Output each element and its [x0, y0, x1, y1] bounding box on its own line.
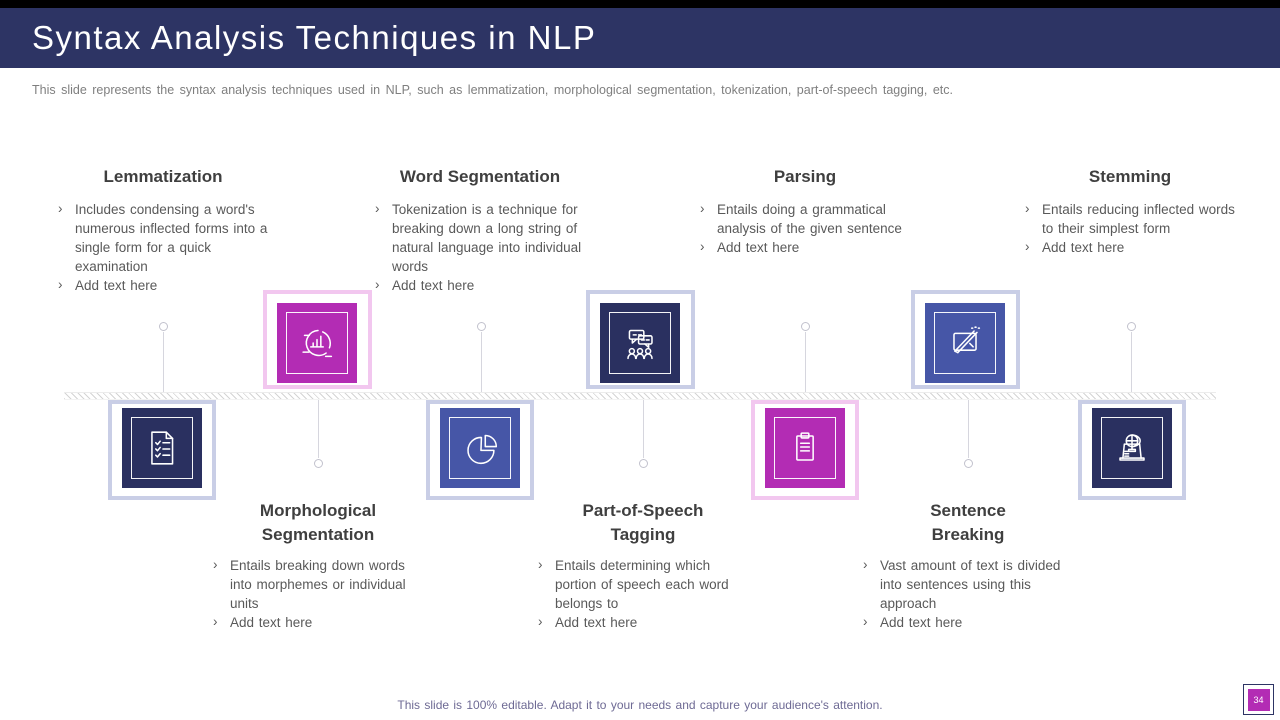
bullet: Add text here [55, 275, 271, 295]
bullet: Entails doing a grammatical analysis of … [697, 199, 913, 238]
bullet: Add text here [1022, 237, 1238, 257]
bullet: Includes condensing a word's numerous in… [55, 199, 271, 276]
icon-offset-frame [426, 400, 534, 500]
timeline-item-parsing: Parsing Entails doing a grammatical anal… [697, 165, 913, 257]
checklist-document-icon [122, 408, 202, 488]
item-bullet-list: Includes condensing a word's numerous in… [55, 199, 271, 295]
connector-dot [639, 459, 648, 468]
icon-offset-frame [1078, 400, 1186, 500]
clipboard-icon [765, 408, 845, 488]
connector-line [805, 332, 806, 392]
item-bullet-list: Entails reducing inflected words to thei… [1022, 199, 1238, 257]
connector-lemmatization [158, 322, 169, 392]
item-bullet-list: Entails breaking down words into morphem… [210, 555, 426, 632]
connector-line [163, 332, 164, 392]
item-title: Sentence Breaking [930, 501, 1006, 544]
page-number-badge: 34 [1243, 684, 1274, 715]
icon-offset-frame [751, 400, 859, 500]
icon-tile-morphological-segmentation [263, 290, 372, 389]
item-bullet-list: Vast amount of text is divided into sent… [860, 555, 1076, 632]
slide-header: Syntax Analysis Techniques in NLP [0, 8, 1280, 68]
bullet: Entails breaking down words into morphem… [210, 555, 426, 613]
connector-stemming [1126, 322, 1137, 392]
icon-offset-frame [911, 290, 1020, 389]
item-title: Part-of-Speech Tagging [582, 501, 704, 544]
item-title: Morphological Segmentation [259, 501, 377, 544]
connector-parsing [800, 322, 811, 392]
icon-tile-part-of-speech-tagging [586, 290, 695, 389]
bullet: Vast amount of text is divided into sent… [860, 555, 1076, 613]
timeline-band [64, 392, 1216, 400]
connector-line [1131, 332, 1132, 392]
connector-word-segmentation [476, 322, 487, 392]
connector-line [318, 400, 319, 458]
icon-offset-frame [108, 400, 216, 500]
timeline-item-stemming: Stemming Entails reducing inflected word… [1022, 165, 1238, 257]
connector-sentence-breaking [963, 400, 974, 468]
item-bullet-list: Entails doing a grammatical analysis of … [697, 199, 913, 257]
connector-dot [801, 322, 810, 331]
top-border-strip [0, 0, 1280, 8]
icon-tile-parsing [751, 400, 859, 500]
item-bullet-list: Tokenization is a technique for breaking… [372, 199, 588, 295]
icon-tile-word-segmentation [426, 400, 534, 500]
icon-tile-lemmatization [108, 400, 216, 500]
bullet: Add text here [697, 237, 913, 257]
connector-dot [159, 322, 168, 331]
item-title: Stemming [1088, 167, 1172, 186]
pie-chart-icon [440, 408, 520, 488]
item-title: Parsing [773, 167, 837, 186]
icon-tile-sentence-breaking [911, 290, 1020, 389]
connector-line [481, 332, 482, 392]
connector-line [643, 400, 644, 458]
connector-line [968, 400, 969, 458]
timeline-item-word-segmentation: Word Segmentation Tokenization is a tech… [372, 165, 588, 295]
connector-morphological-segmentation [313, 400, 324, 468]
bullet: Entails determining which portion of spe… [535, 555, 751, 613]
item-title: Word Segmentation [399, 167, 561, 186]
connector-dot [1127, 322, 1136, 331]
connector-dot [964, 459, 973, 468]
timeline-item-lemmatization: Lemmatization Includes condensing a word… [55, 165, 271, 295]
laptop-globe-icon [1092, 408, 1172, 488]
bullet: Add text here [860, 612, 1076, 632]
donut-chart-icon [277, 303, 357, 383]
bullet: Tokenization is a technique for breaking… [372, 199, 588, 276]
monitor-pencil-icon [925, 303, 1005, 383]
icon-offset-frame [263, 290, 372, 389]
footer-note: This slide is 100% editable. Adapt it to… [397, 698, 883, 712]
connector-dot [477, 322, 486, 331]
page-title: Syntax Analysis Techniques in NLP [32, 19, 597, 56]
connector-dot [314, 459, 323, 468]
bullet: Add text here [210, 612, 426, 632]
slide-subtitle: This slide represents the syntax analysi… [32, 83, 953, 97]
timeline-item-sentence-breaking: Sentence Breaking Vast amount of text is… [860, 499, 1076, 632]
timeline-item-part-of-speech-tagging: Part-of-Speech Tagging Entails determini… [535, 499, 751, 632]
page-number: 34 [1247, 688, 1270, 711]
bullet: Add text here [372, 275, 588, 295]
icon-tile-stemming [1078, 400, 1186, 500]
icon-offset-frame [586, 290, 695, 389]
chat-discussion-icon [600, 303, 680, 383]
item-bullet-list: Entails determining which portion of spe… [535, 555, 751, 632]
bullet: Add text here [535, 612, 751, 632]
connector-part-of-speech-tagging [638, 400, 649, 468]
timeline-item-morphological-segmentation: Morphological Segmentation Entails break… [210, 499, 426, 632]
bullet: Entails reducing inflected words to thei… [1022, 199, 1238, 238]
item-title: Lemmatization [103, 167, 223, 186]
